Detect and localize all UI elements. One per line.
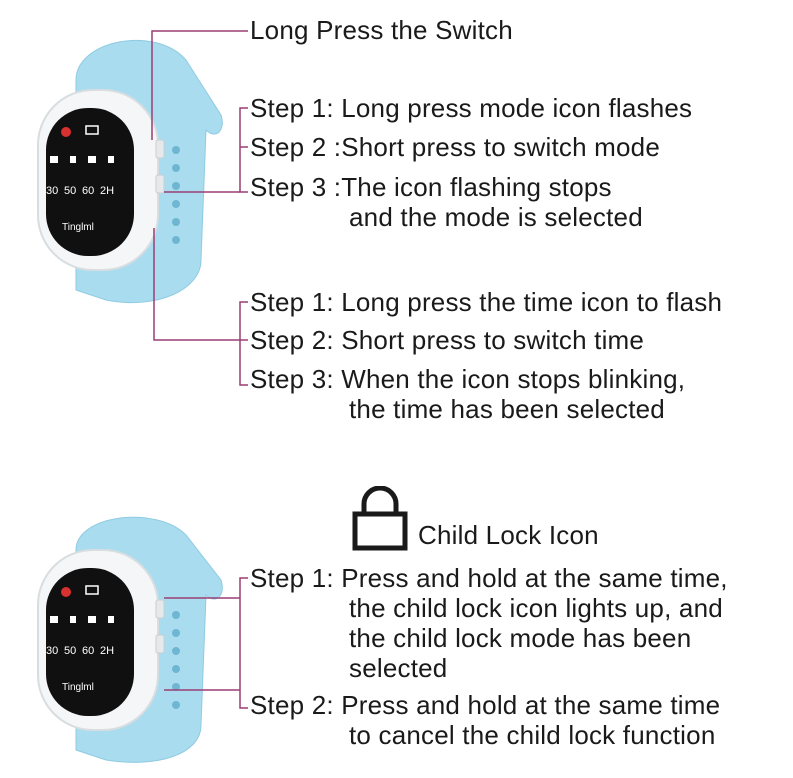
padlock-icon bbox=[352, 486, 408, 551]
time-step-3-cont: the time has been selected bbox=[349, 394, 665, 424]
time-values: 30 50 60 2H bbox=[46, 185, 114, 197]
time-value: 50 bbox=[64, 645, 76, 657]
watch-screen bbox=[46, 568, 134, 716]
side-button-top bbox=[155, 599, 165, 619]
time-value: 30 bbox=[46, 645, 58, 657]
side-button-bottom bbox=[155, 634, 165, 654]
alert-icon bbox=[61, 127, 71, 137]
switch-title: Long Press the Switch bbox=[250, 15, 513, 45]
lock-step-1-cont-1: the child lock icon lights up, and bbox=[349, 593, 723, 623]
time-value: 60 bbox=[82, 645, 94, 657]
lock-step-1: Step 1: Press and hold at the same time, bbox=[250, 563, 728, 593]
brand-label: Tinglml bbox=[62, 682, 94, 693]
time-value: 2H bbox=[100, 185, 114, 197]
side-button-bottom bbox=[155, 174, 165, 194]
lock-step-1-cont-2: the child lock mode has been bbox=[349, 623, 692, 653]
time-value: 50 bbox=[64, 185, 76, 197]
strap-holes bbox=[172, 146, 180, 244]
watch-screen bbox=[46, 108, 134, 256]
side-button-top bbox=[155, 139, 165, 159]
leader-mode-bracket bbox=[239, 107, 248, 193]
lock-step-1-cont-3: selected bbox=[349, 653, 448, 683]
mode-step-2: Step 2 :Short press to switch mode bbox=[250, 132, 660, 162]
child-lock-title: Child Lock Icon bbox=[418, 520, 599, 550]
mode-step-1: Step 1: Long press mode icon flashes bbox=[250, 93, 693, 123]
time-values: 30 50 60 2H bbox=[46, 645, 114, 657]
leader-title bbox=[151, 30, 248, 140]
battery-icon bbox=[85, 125, 99, 135]
leader-time-stem bbox=[153, 228, 240, 341]
alert-icon bbox=[61, 587, 71, 597]
mode-icons bbox=[50, 616, 114, 623]
time-value: 30 bbox=[46, 185, 58, 197]
watch-illustration-bottom: 30 50 60 2H Tinglml bbox=[37, 516, 223, 763]
leader-time-bracket bbox=[239, 301, 248, 386]
mode-icons bbox=[50, 156, 114, 163]
time-step-1: Step 1: Long press the time icon to flas… bbox=[250, 287, 723, 317]
battery-icon bbox=[85, 585, 99, 595]
brand-label: Tinglml bbox=[62, 222, 94, 233]
watch-illustration-top: 30 50 60 2H Tinglml bbox=[37, 39, 223, 304]
time-step-3: Step 3: When the icon stops blinking, bbox=[250, 364, 686, 394]
time-value: 2H bbox=[100, 645, 114, 657]
lock-step-2: Step 2: Press and hold at the same time bbox=[250, 690, 721, 720]
mode-step-3-cont: and the mode is selected bbox=[349, 202, 643, 232]
strap-holes bbox=[172, 611, 180, 709]
leader-lock-bracket bbox=[239, 577, 248, 709]
time-value: 60 bbox=[82, 185, 94, 197]
time-step-2: Step 2: Short press to switch time bbox=[250, 325, 645, 355]
mode-step-3: Step 3 :The icon flashing stops bbox=[250, 172, 612, 202]
lock-step-2-cont: to cancel the child lock function bbox=[349, 720, 716, 750]
